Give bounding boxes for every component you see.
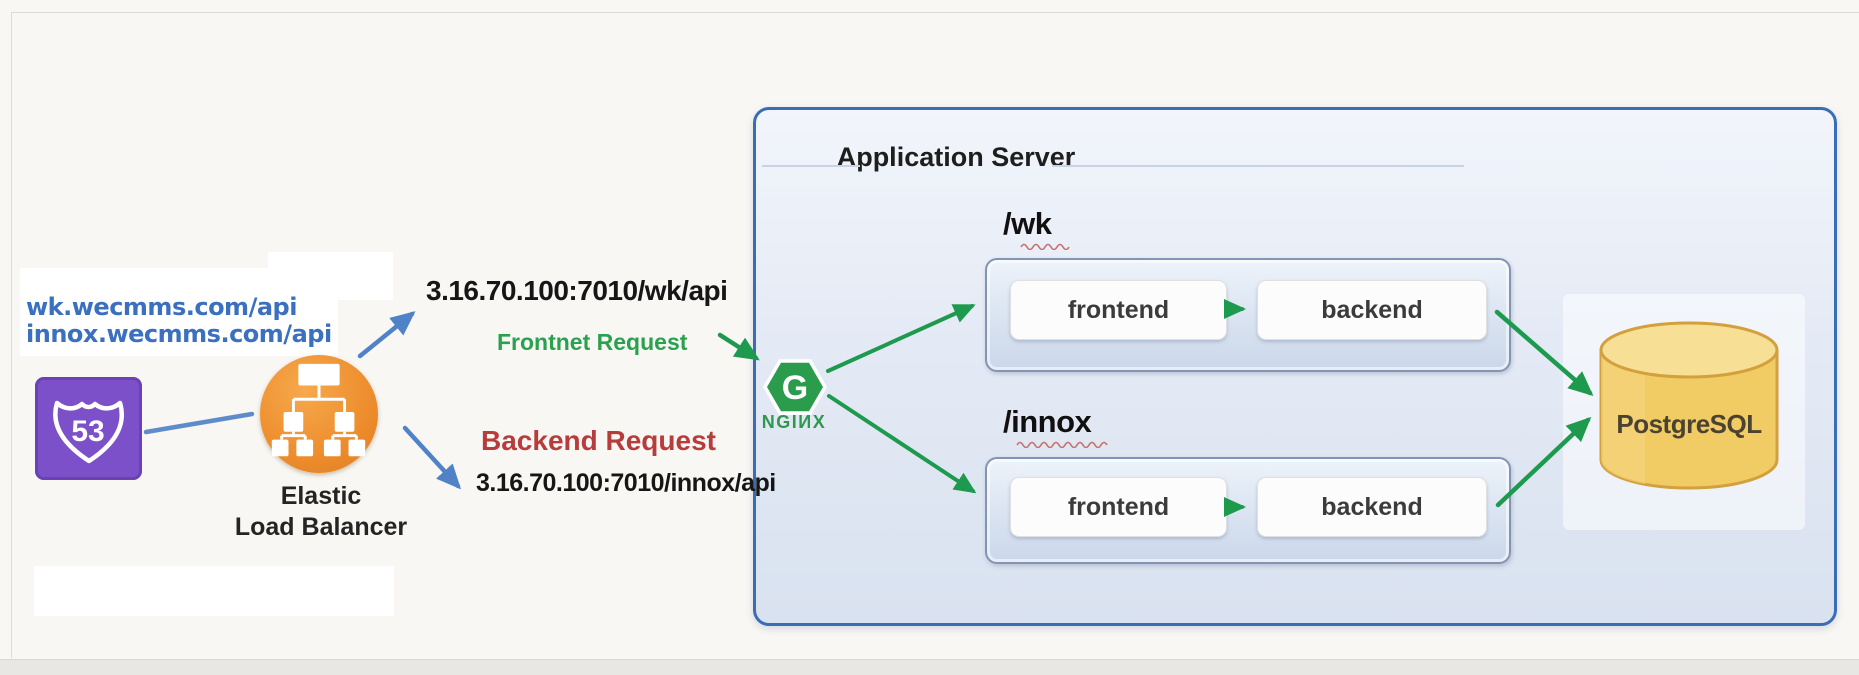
- spellcheck-squiggle-wk: [1020, 243, 1070, 250]
- frontnet-endpoint: 3.16.70.100:7010/wk/api: [426, 275, 728, 306]
- route-label-wk: /wk: [1003, 206, 1052, 241]
- route-label-innox: /innox: [1003, 404, 1092, 439]
- elb-label-line1: Elastic: [280, 482, 362, 510]
- route53-icon: 53: [35, 377, 142, 480]
- frontnet-request-label: Frontnet Request: [497, 329, 688, 355]
- white-patch-above-elb: [268, 252, 393, 300]
- title-divider-right: [1052, 165, 1464, 167]
- white-patch-bottom-left: [34, 566, 394, 616]
- elb-label-line2: Load Balancer: [234, 513, 408, 541]
- wk-group-box: frontend backend: [985, 258, 1511, 372]
- spellcheck-squiggle-innox: [1016, 441, 1108, 448]
- arrow-frontnet-to-nginx: [717, 332, 760, 361]
- arrow-elb-to-frontnet: [357, 311, 416, 359]
- bottom-strip: [0, 659, 1859, 675]
- wk-backend-node: backend: [1257, 280, 1487, 340]
- elastic-load-balancer-icon: [260, 355, 378, 473]
- dns-url-innox: innox.wecmms.com/api: [26, 320, 332, 348]
- postgresql-label: PostgreSQL: [1616, 409, 1762, 439]
- wk-frontend-node: frontend: [1010, 280, 1227, 340]
- innox-frontend-node: frontend: [1010, 477, 1227, 537]
- backend-request-label: Backend Request: [481, 425, 716, 456]
- route53-number: 53: [71, 415, 104, 448]
- nginx-logo-letter: G: [782, 369, 808, 407]
- elb-label: Elastic Load Balancer: [230, 481, 412, 543]
- innox-backend-node: backend: [1257, 477, 1487, 537]
- backend-endpoint: 3.16.70.100:7010/innox/api: [476, 469, 776, 497]
- nginx-icon: G: [763, 359, 827, 415]
- line-route53-to-elb: [143, 411, 255, 435]
- application-server-title: Application Server: [836, 142, 1076, 172]
- frame-line-left: [11, 12, 12, 658]
- arrow-elb-to-backend: [402, 425, 462, 490]
- title-divider-left: [762, 165, 860, 167]
- postgresql-cylinder-icon: [1599, 321, 1779, 490]
- frame-line-top: [11, 12, 1859, 13]
- nginx-wordmark: NGIИX: [761, 412, 827, 432]
- innox-group-box: frontend backend: [985, 457, 1511, 564]
- dns-urls: wk.wecmms.com/api innox.wecmms.com/api: [26, 294, 332, 348]
- dns-url-wk: wk.wecmms.com/api: [26, 293, 297, 321]
